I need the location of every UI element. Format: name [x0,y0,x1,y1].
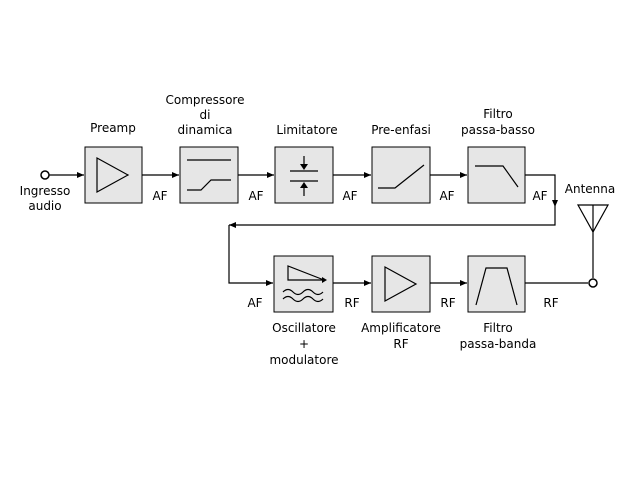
svg-text:Ingresso: Ingresso [20,184,71,198]
connector-return-line [229,207,556,228]
svg-text:modulatore: modulatore [269,353,338,367]
label-limiter: Limitatore [276,123,337,137]
limiter-arrows-icon [290,156,318,196]
signal-label-af: AF [248,189,263,203]
label-preamp: Preamp [90,121,136,135]
block-amplifier [371,255,431,313]
connector-lowpass-down [525,174,558,207]
lowpass-curve-icon [475,165,519,188]
label-input: Ingresso audio [20,184,71,213]
signal-label-af: AF [152,189,167,203]
block-compressor [179,146,239,204]
label-oscillator: Oscillatore + modulatore [269,321,338,367]
signal-label-af: AF [439,189,454,203]
block-preemphasis [371,146,431,204]
signal-label-rf: RF [543,296,558,310]
triangle-amplifier-icon [96,156,130,194]
signal-label-rf: RF [440,296,455,310]
block-lowpass [467,146,526,204]
svg-text:Amplificatore: Amplificatore [361,321,441,335]
svg-text:Filtro: Filtro [483,321,512,335]
block-bandpass [467,255,526,313]
svg-text:Oscillatore: Oscillatore [272,321,336,335]
label-antenna: Antenna [565,182,615,196]
block-oscillator [273,255,334,313]
svg-text:dinamica: dinamica [178,123,233,137]
svg-text:+: + [299,337,309,351]
label-amplifier: Amplificatore RF [361,321,441,351]
compression-curve-icon [187,159,231,191]
svg-text:passa-basso: passa-basso [461,123,535,137]
signal-label-af: AF [532,189,547,203]
svg-text:audio: audio [28,199,61,213]
svg-text:Compressore: Compressore [166,93,245,107]
antenna-icon [576,204,610,288]
svg-text:Filtro: Filtro [483,107,512,121]
label-lowpass: Filtro passa-basso [461,107,535,137]
input-terminal [40,170,50,180]
triangle-amplifier-icon [384,265,418,303]
svg-text:passa-banda: passa-banda [460,337,537,351]
bandpass-curve-icon [475,267,518,306]
rising-slope-icon [378,164,425,189]
oscillator-wave-icon [282,265,327,303]
signal-label-af: AF [342,189,357,203]
signal-label-rf: RF [344,296,359,310]
block-preamp [84,146,143,204]
svg-text:di: di [200,108,211,122]
svg-text:RF: RF [393,337,408,351]
connector-to-oscillator [228,225,273,286]
label-bandpass: Filtro passa-banda [460,321,537,351]
label-preemphasis: Pre-enfasi [371,123,431,137]
signal-label-af: AF [247,296,262,310]
block-limiter [274,146,334,204]
label-compressor: Compressore di dinamica [166,93,245,137]
